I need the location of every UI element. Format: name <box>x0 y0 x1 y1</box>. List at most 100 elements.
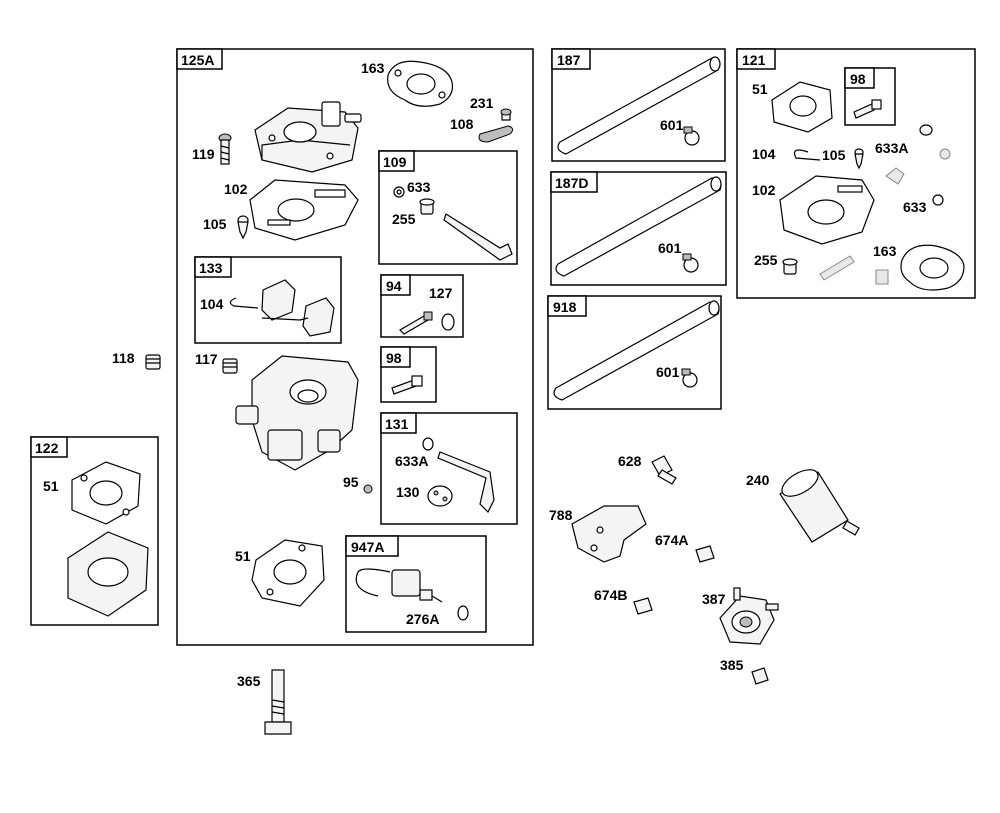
carburetor-body <box>235 355 359 471</box>
shaft-109 <box>443 213 513 261</box>
label-633-121: 633 <box>903 199 927 215</box>
needle-105 <box>237 215 249 240</box>
float-133 <box>229 279 335 337</box>
gasket-163-top <box>387 60 454 107</box>
group-label-947A: 947A <box>351 539 384 555</box>
bracket-788 <box>571 505 647 563</box>
washer-633-109 <box>393 186 405 198</box>
spacer-122 <box>67 531 149 617</box>
label-601-187D: 601 <box>658 240 682 256</box>
label-104-121: 104 <box>752 146 776 162</box>
plug-118 <box>145 354 161 370</box>
group-tab-125A <box>176 48 223 70</box>
gasket-102-121 <box>779 175 875 245</box>
label-95: 95 <box>343 474 359 490</box>
gasket-51-122 <box>71 461 141 525</box>
group-label-98b: 98 <box>850 71 866 87</box>
label-51-125A: 51 <box>235 548 251 564</box>
label-102-121: 102 <box>752 182 776 198</box>
label-105-121: 105 <box>822 147 846 163</box>
label-255-121: 255 <box>754 252 778 268</box>
gasket-51-121 <box>771 81 833 133</box>
group-tab-98a <box>380 346 411 368</box>
label-118: 118 <box>112 350 135 366</box>
gasket-51-125A <box>251 539 325 607</box>
label-130: 130 <box>396 484 420 500</box>
hose-918 <box>553 300 720 401</box>
group-label-187: 187 <box>557 52 581 68</box>
group-box-187 <box>551 48 726 162</box>
group-box-122 <box>30 436 159 626</box>
hose-187 <box>557 56 721 155</box>
needle-105-121 <box>854 148 864 170</box>
shaft-131 <box>437 451 495 514</box>
group-tab-109 <box>378 150 415 172</box>
screw-385 <box>751 667 769 685</box>
group-tab-122 <box>30 436 68 458</box>
label-108: 108 <box>450 116 474 132</box>
bolt-365 <box>264 669 292 735</box>
clamp-601-187D <box>682 253 699 273</box>
label-633A-121: 633A <box>875 140 908 156</box>
fuel-filter-240 <box>779 469 860 543</box>
label-51-122: 51 <box>43 478 59 494</box>
plug-117 <box>222 358 238 374</box>
group-label-187D: 187D <box>555 175 588 191</box>
screw-98a <box>391 375 423 395</box>
bolt-674A <box>695 545 715 563</box>
screw-231 <box>500 108 512 121</box>
plate-108 <box>478 125 514 143</box>
gasket-102 <box>249 179 359 241</box>
group-box-121 <box>736 48 976 299</box>
group-box-131 <box>380 412 518 525</box>
oring-127 <box>441 313 455 331</box>
washer-276A <box>457 605 469 621</box>
label-163-121: 163 <box>873 243 897 259</box>
clamp-601-187 <box>683 126 700 146</box>
label-633-109: 633 <box>407 179 431 195</box>
label-628: 628 <box>618 453 642 469</box>
label-674B: 674B <box>594 587 627 603</box>
group-label-121: 121 <box>742 52 766 68</box>
clamp-601-918 <box>681 368 698 388</box>
solenoid-947A <box>355 568 443 603</box>
bushing-255-109 <box>419 198 435 215</box>
bolt-674B <box>633 597 653 615</box>
label-255-109: 255 <box>392 211 416 227</box>
label-601-918: 601 <box>656 364 680 380</box>
washer-633A-131 <box>422 437 434 451</box>
group-box-918 <box>547 295 722 410</box>
gasket-163-121 <box>900 244 965 291</box>
label-119: 119 <box>192 146 215 162</box>
screw-119 <box>218 133 232 165</box>
group-tab-187D <box>550 171 598 193</box>
clip-104-121 <box>793 149 821 161</box>
bushing-255-121 <box>782 258 798 275</box>
group-tab-121 <box>736 48 776 70</box>
group-label-122: 122 <box>35 440 59 456</box>
label-788: 788 <box>549 507 573 523</box>
label-231: 231 <box>470 95 494 111</box>
group-label-109: 109 <box>383 154 407 170</box>
label-365: 365 <box>237 673 261 689</box>
label-127: 127 <box>429 285 453 301</box>
group-box-125A <box>176 48 534 646</box>
bolt-628 <box>651 455 677 485</box>
label-102: 102 <box>224 181 248 197</box>
group-tab-947A <box>345 535 399 557</box>
group-label-918: 918 <box>553 299 577 315</box>
label-674A: 674A <box>655 532 688 548</box>
label-117: 117 <box>195 351 218 367</box>
washer-633A-121 <box>885 124 951 185</box>
group-tab-918 <box>547 295 587 317</box>
fuel-pump-387 <box>719 587 779 645</box>
washer-633-121 <box>932 194 944 206</box>
group-tab-98b <box>844 67 875 89</box>
screw-95 <box>363 484 373 494</box>
label-276A: 276A <box>406 611 439 627</box>
label-385: 385 <box>720 657 744 673</box>
label-633A-131: 633A <box>395 453 428 469</box>
label-387: 387 <box>702 591 726 607</box>
label-104-133: 104 <box>200 296 224 312</box>
group-box-109 <box>378 150 518 265</box>
